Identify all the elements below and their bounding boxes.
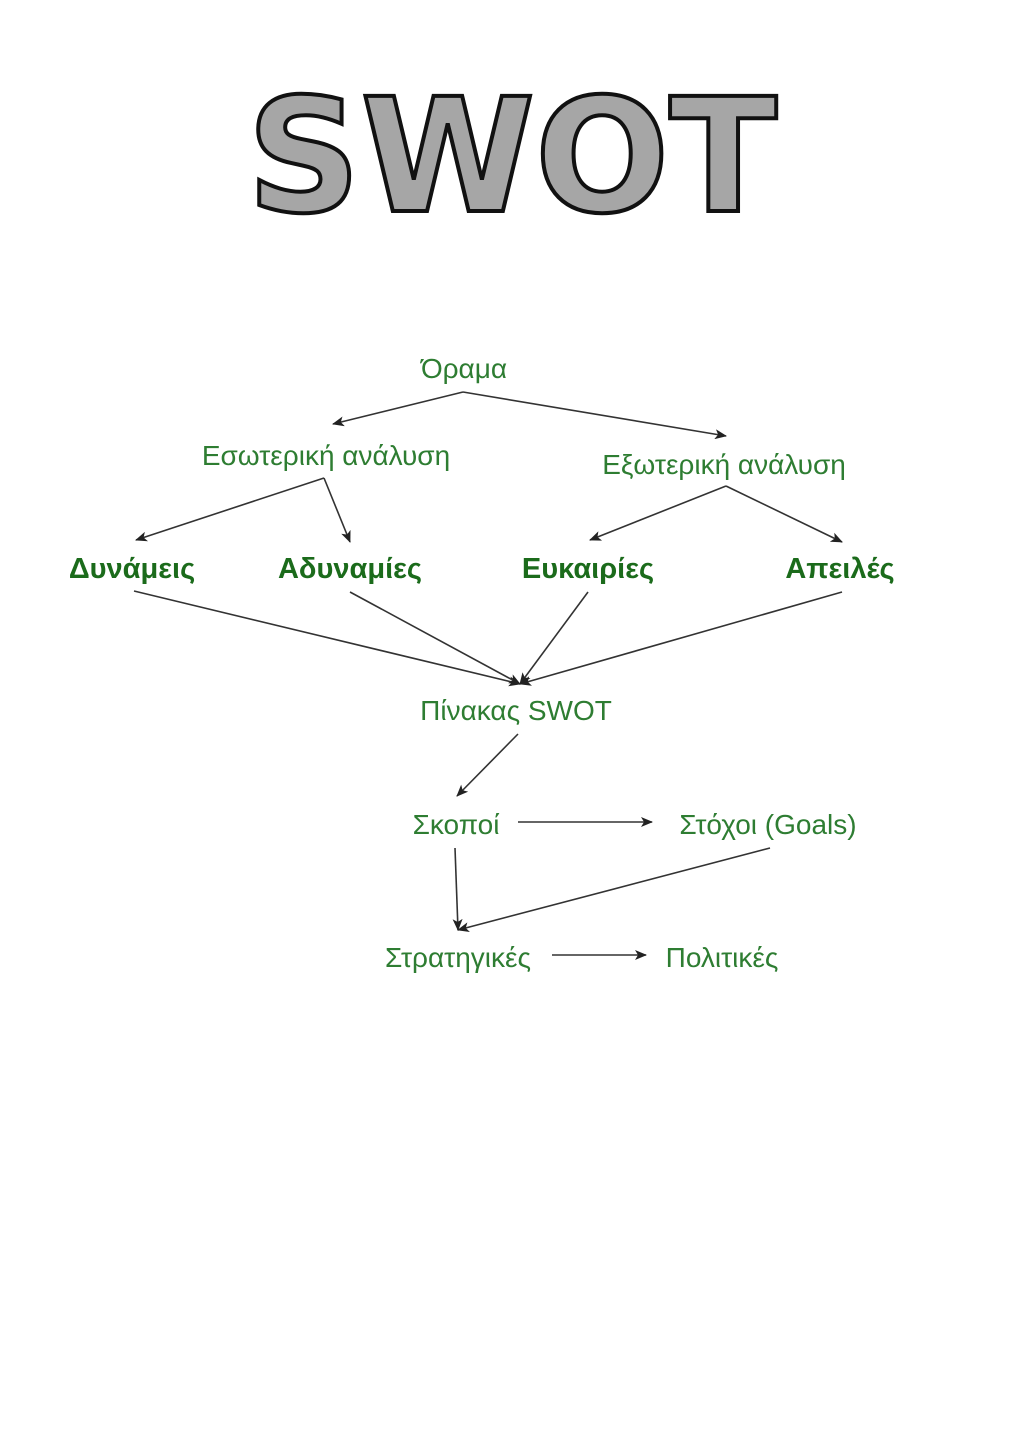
node-opportunities: Ευκαιρίες (522, 553, 654, 585)
node-goals: Στόχοι (Goals) (679, 809, 856, 840)
node-vision: Όραμα (420, 353, 507, 384)
node-strengths: Δυνάμεις (69, 553, 195, 585)
edge-goals-strategies (457, 847, 771, 933)
edge-internal-strengths (135, 477, 325, 542)
edge-swot-aims (456, 733, 519, 797)
node-threats: Απειλές (785, 553, 894, 585)
edge-opportunities-swot (519, 591, 589, 685)
edge-strengths-swot (133, 590, 521, 687)
nodes: Όραμα Εσωτερική ανάλυση Εξωτερική ανάλυσ… (69, 353, 895, 973)
node-policies: Πολιτικές (666, 942, 779, 973)
edge-threats-swot (519, 591, 843, 686)
node-strategies: Στρατηγικές (385, 942, 531, 973)
edge-internal-weaknesses (323, 477, 351, 543)
node-weaknesses: Αδυναμίες (278, 553, 422, 585)
node-swot-table: Πίνακας SWOT (420, 695, 612, 726)
edges (133, 391, 843, 960)
node-external-analysis: Εξωτερική ανάλυση (602, 449, 846, 480)
page-title: SWOT (245, 65, 779, 249)
node-internal-analysis: Εσωτερική ανάλυση (202, 440, 450, 471)
edge-vision-internal (332, 391, 464, 427)
node-aims: Σκοποί (413, 809, 500, 840)
edge-external-opportunities (589, 485, 727, 541)
edge-weaknesses-swot (349, 591, 521, 685)
edge-aims-strategies (452, 847, 463, 931)
edge-vision-external (462, 391, 727, 440)
edge-external-threats (725, 485, 843, 543)
